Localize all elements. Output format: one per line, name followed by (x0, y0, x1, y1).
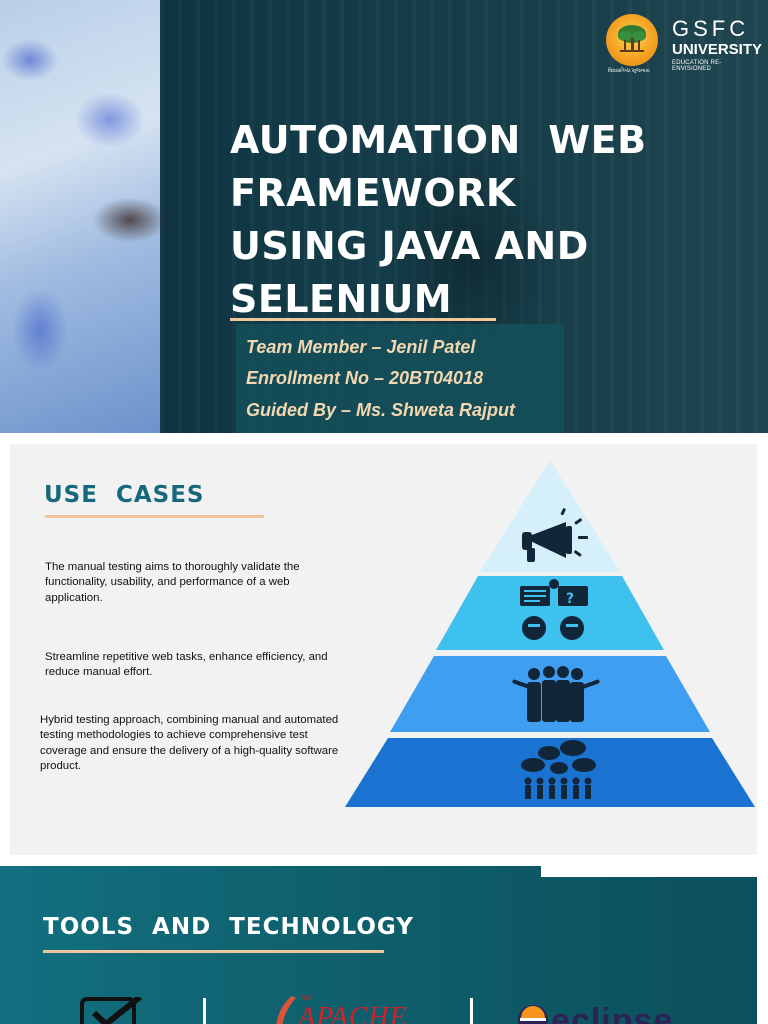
info-box (236, 324, 564, 433)
title-line-1: AUTOMATION WEB (230, 118, 647, 162)
team-member: Team Member – Jenil Patel (246, 337, 476, 357)
apache-text: APACHE (298, 1002, 408, 1024)
apache-small-text: THE (300, 996, 312, 1002)
slide-edge-notch (541, 866, 768, 877)
use-cases-pyramid: ? (345, 460, 755, 807)
use-case-1: The manual testing aims to thoroughly va… (45, 561, 300, 604)
university-logo: GSFC UNIVERSITY EDUCATION RE-ENVISIONED … (606, 14, 762, 74)
svg-text:?: ? (566, 591, 574, 607)
tool-separator-2 (470, 998, 473, 1024)
tool-separator-1 (203, 998, 206, 1024)
logo-tagline: EDUCATION RE-ENVISIONED (672, 60, 722, 72)
pyramid-level-4 (345, 738, 755, 807)
title-line-2: FRAMEWORK (230, 171, 516, 215)
hand-image (70, 180, 170, 260)
eclipse-icon (518, 1005, 548, 1024)
logo-motto: વિદ્યાપ્રતિષ્ઠા સૃજનાય (608, 68, 650, 74)
team-group-icon (512, 666, 600, 722)
use-case-2: Streamline repetitive web tasks, enhance… (45, 651, 328, 679)
crowd-chat-icon (521, 740, 596, 799)
discussion-people-icon: ? (520, 579, 588, 640)
use-case-3: Hybrid testing approach, combining manua… (40, 714, 339, 772)
tree-emblem-icon (618, 25, 646, 52)
pyramid-level-1 (480, 460, 620, 572)
title-line-3: USING JAVA AND (230, 224, 589, 268)
megaphone-icon (522, 508, 588, 562)
logo-subname: UNIVERSITY (672, 41, 763, 58)
logo-name: GSFC (672, 16, 750, 41)
title-underline (230, 318, 496, 321)
title-line-4: SELENIUM (230, 277, 453, 321)
eclipse-text: eclipse (551, 1004, 674, 1024)
apache-feather-icon (276, 996, 296, 1024)
slide-edge-right (757, 877, 768, 1024)
pyramid-level-2 (436, 576, 664, 650)
enrollment-number: Enrollment No – 20BT04018 (246, 368, 484, 388)
use-cases-underline (45, 515, 264, 518)
guide-name: Guided By – Ms. Shweta Rajput (246, 400, 516, 420)
tools-title: TOOLS AND TECHNOLOGY (43, 914, 414, 940)
eclipse-logo: eclipse (515, 1004, 715, 1024)
tools-underline (43, 950, 384, 953)
use-cases-title: USE CASES (44, 482, 205, 508)
checkbox-tool-icon (80, 997, 142, 1024)
apache-logo: THE APACHE (270, 994, 410, 1024)
